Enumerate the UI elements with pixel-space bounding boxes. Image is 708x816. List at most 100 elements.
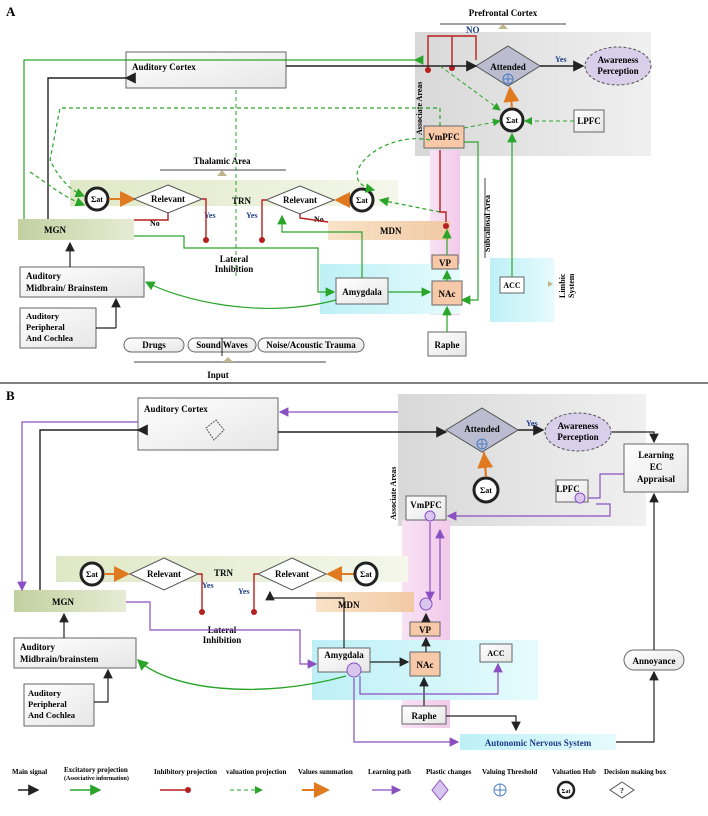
mgn-box-b <box>14 590 126 612</box>
mdn-label-b: MDN <box>338 600 360 610</box>
drugs-label: Drugs <box>142 340 166 350</box>
drugs-pill <box>123 337 185 353</box>
vmpfc-box-a <box>423 125 465 149</box>
mgn-box-a <box>18 219 134 240</box>
lateral-a-2: Inhibition <box>215 264 254 274</box>
vp-box-a <box>431 254 459 270</box>
legend-valuing-threshold: Valuing Threshold <box>482 768 537 776</box>
acc-box-b <box>479 643 513 663</box>
relevant-right-b-label: Relevant <box>275 569 309 579</box>
legend-decision-box: Decision making box <box>604 768 667 776</box>
learning-box-b <box>623 443 689 493</box>
relevant-right-a-label: Relevant <box>283 195 317 205</box>
legend-valuation: valuation projection <box>226 768 286 776</box>
sum-at-icon-a <box>499 107 525 133</box>
auditory-cortex-a-label: Auditory Cortex <box>132 62 196 72</box>
learning-b-2: EC <box>650 462 663 472</box>
trn-label-a: TRN <box>232 196 252 206</box>
vmpfc-label-a: VmPFC <box>428 132 460 142</box>
thalamic-area-label: Thalamic Area <box>193 156 251 166</box>
sum-at-right-a-label: Σat <box>356 196 368 205</box>
sum-at-left-a <box>84 186 110 212</box>
sum-at-a: Σat <box>506 116 518 125</box>
legend-excitatory-1: Excitatory projection <box>64 766 128 774</box>
relevant-left-b-label: Relevant <box>147 569 181 579</box>
attended-diamond-a <box>475 45 541 87</box>
mgn-label-a: MGN <box>44 225 66 235</box>
raphe-label-b: Raphe <box>411 711 436 721</box>
no-right-a: No <box>314 215 324 224</box>
panel-a-label: A <box>6 4 16 19</box>
midbrain-b-1: Auditory <box>20 642 56 652</box>
ans-label: Autonomic Nervous System <box>485 738 592 748</box>
vp-label-a: VP <box>439 258 451 268</box>
sum-at-right-b-label: Σat <box>360 570 372 579</box>
yes-right-b: Yes <box>238 587 250 596</box>
midbrain-b-2: Midbrain/brainstem <box>20 654 99 664</box>
main-mgn-to-ac-a <box>47 72 136 219</box>
acc-label-a: ACC <box>503 281 521 290</box>
mgn-label-b: MGN <box>52 597 74 607</box>
auditory-cortex-b-label: Auditory Cortex <box>144 404 208 414</box>
sum-at-b: Σat <box>480 486 492 495</box>
yes-left-a: Yes <box>204 211 216 220</box>
peripheral-a-3: And Cochlea <box>26 333 74 343</box>
attended-diamond-b <box>445 407 519 453</box>
attended-label-b: Attended <box>464 424 500 434</box>
no-label-a: NO <box>466 25 480 35</box>
awareness-a-2: Perception <box>597 66 638 76</box>
yes-right-a: Yes <box>246 211 258 220</box>
lateral-b-2: Inhibition <box>203 635 242 645</box>
legend-learning-path: Learning path <box>368 768 411 776</box>
amygdala-box-a <box>335 277 389 305</box>
yes-attended-a: Yes <box>555 55 567 64</box>
learning-b-3: Appraisal <box>637 474 676 484</box>
midbrain-a-2: Midbrain/ Brainstem <box>26 283 108 293</box>
sum-at-left-b-label: Σat <box>86 570 98 579</box>
relevant-right-b <box>256 557 328 591</box>
legend-decision-icon <box>609 781 635 799</box>
peripheral-b-1: Auditory <box>28 688 62 698</box>
legend-plastic: Plastic changes <box>426 768 472 776</box>
panel-b-label: B <box>6 388 15 403</box>
legend-valuation-hub: Valuation Hub <box>552 768 596 776</box>
legend-inhibitory: Inhibitory projection <box>154 768 217 776</box>
midbrain-box-b <box>13 637 137 669</box>
peripheral-a-2: Peripheral <box>26 322 65 332</box>
awareness-cloud-b <box>544 412 612 452</box>
trn-label-b: TRN <box>214 568 234 578</box>
peripheral-b-3: And Cochlea <box>28 710 76 720</box>
mdn-box-b <box>316 592 414 612</box>
awareness-b-2: Perception <box>557 432 598 442</box>
yes-left-b: Yes <box>202 581 214 590</box>
input-label: Input <box>207 370 229 380</box>
lpfc-label-a: LPFC <box>577 116 601 126</box>
awareness-a-1: Awareness <box>598 55 639 65</box>
legend-hub-icon <box>556 780 576 800</box>
sum-at-left-b <box>79 561 105 587</box>
limbic-a-1: Limbic <box>558 273 567 298</box>
attended-label-a: Attended <box>490 62 526 72</box>
sum-at-left-a-label: Σat <box>91 195 103 204</box>
awareness-cloud-a <box>584 46 652 86</box>
learning-b-1: Learning <box>638 450 674 460</box>
noise-label: Noise/Acoustic Trauma <box>266 340 356 350</box>
lateral-a-1: Lateral <box>220 254 249 264</box>
vmpfc-label-b: VmPFC <box>410 500 442 510</box>
annoyance-label: Annoyance <box>632 656 675 666</box>
nac-box-a <box>431 280 463 306</box>
peripheral-a-1: Auditory <box>26 311 60 321</box>
nac-label-b: NAc <box>417 660 434 670</box>
peripheral-box-b <box>23 683 95 727</box>
midbrain-box-a <box>19 266 145 298</box>
raphe-label-a: Raphe <box>434 340 459 350</box>
nac-label-a: NAc <box>439 289 456 299</box>
noise-pill <box>257 337 365 353</box>
sum-at-right-b <box>353 561 379 587</box>
yes-attended-b: Yes <box>526 419 538 428</box>
amygdala-label-a: Amygdala <box>342 287 382 297</box>
awareness-b-1: Awareness <box>558 421 599 431</box>
legend-decision-symbol: ? <box>620 787 624 795</box>
